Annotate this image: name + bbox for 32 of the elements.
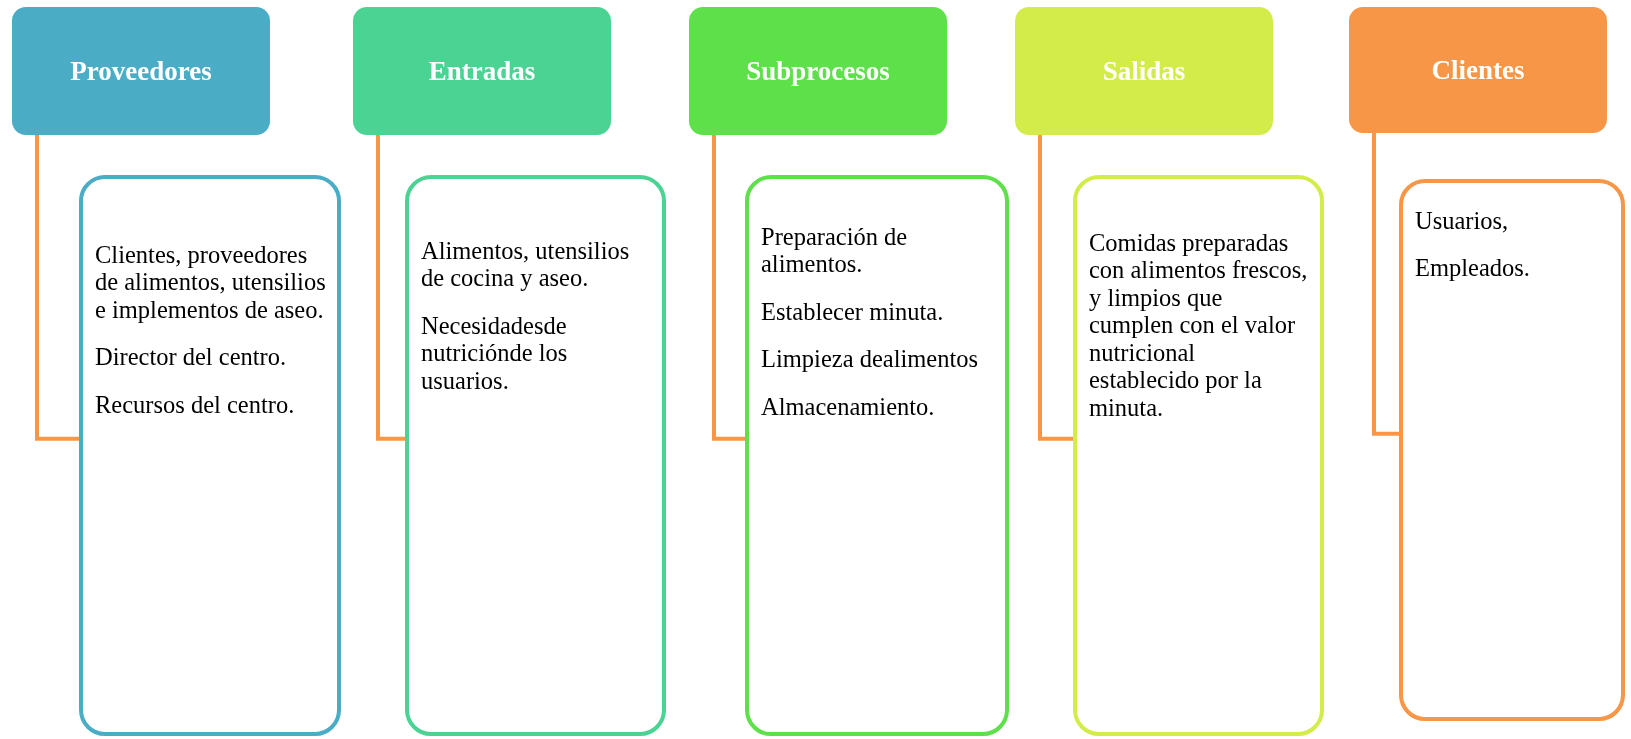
list-item: Director del centro. — [95, 343, 288, 371]
connector-line — [712, 135, 745, 441]
connector-line — [35, 135, 79, 441]
list-item: Necesidadesde nutriciónde los usuarios. — [421, 311, 569, 395]
list-item: Empleados. — [1415, 254, 1531, 282]
header-title: Clientes — [1431, 54, 1525, 86]
list-item: Almacenamiento. — [761, 392, 936, 421]
list-item: Establecer minuta. — [761, 297, 945, 326]
header-box — [353, 7, 611, 135]
header-title: Salidas — [1102, 55, 1186, 87]
list-item: Alimentos, utensilios de cocina y aseo. — [421, 237, 631, 292]
connector-line — [1038, 135, 1073, 441]
header-title: Subprocesos — [746, 55, 890, 87]
list-item: Recursos del centro. — [95, 390, 296, 419]
content-box — [79, 175, 341, 736]
header-title: Entradas — [428, 55, 536, 87]
header-title: Proveedores — [70, 55, 212, 87]
content-box — [745, 175, 1009, 736]
header-box — [689, 7, 947, 135]
list-item: Comidas preparadas con alimentos frescos, y limpios que cumplen con el valor nutricional establecido por la minuta. — [1089, 229, 1309, 422]
connector-line — [1372, 133, 1399, 436]
list-item: Limpieza dealimentos — [761, 345, 980, 373]
connector-line — [376, 135, 405, 441]
header-box — [1349, 7, 1607, 133]
content-box — [405, 175, 666, 736]
content-box — [1399, 179, 1625, 721]
list-item: Usuarios, — [1415, 207, 1510, 235]
list-item: Preparación de alimentos. — [761, 223, 909, 278]
list-item: Clientes, proveedores de alimentos, utensilios e implementos de aseo. — [95, 241, 327, 324]
header-box — [12, 7, 270, 135]
content-box — [1073, 175, 1324, 736]
header-box — [1015, 7, 1273, 135]
